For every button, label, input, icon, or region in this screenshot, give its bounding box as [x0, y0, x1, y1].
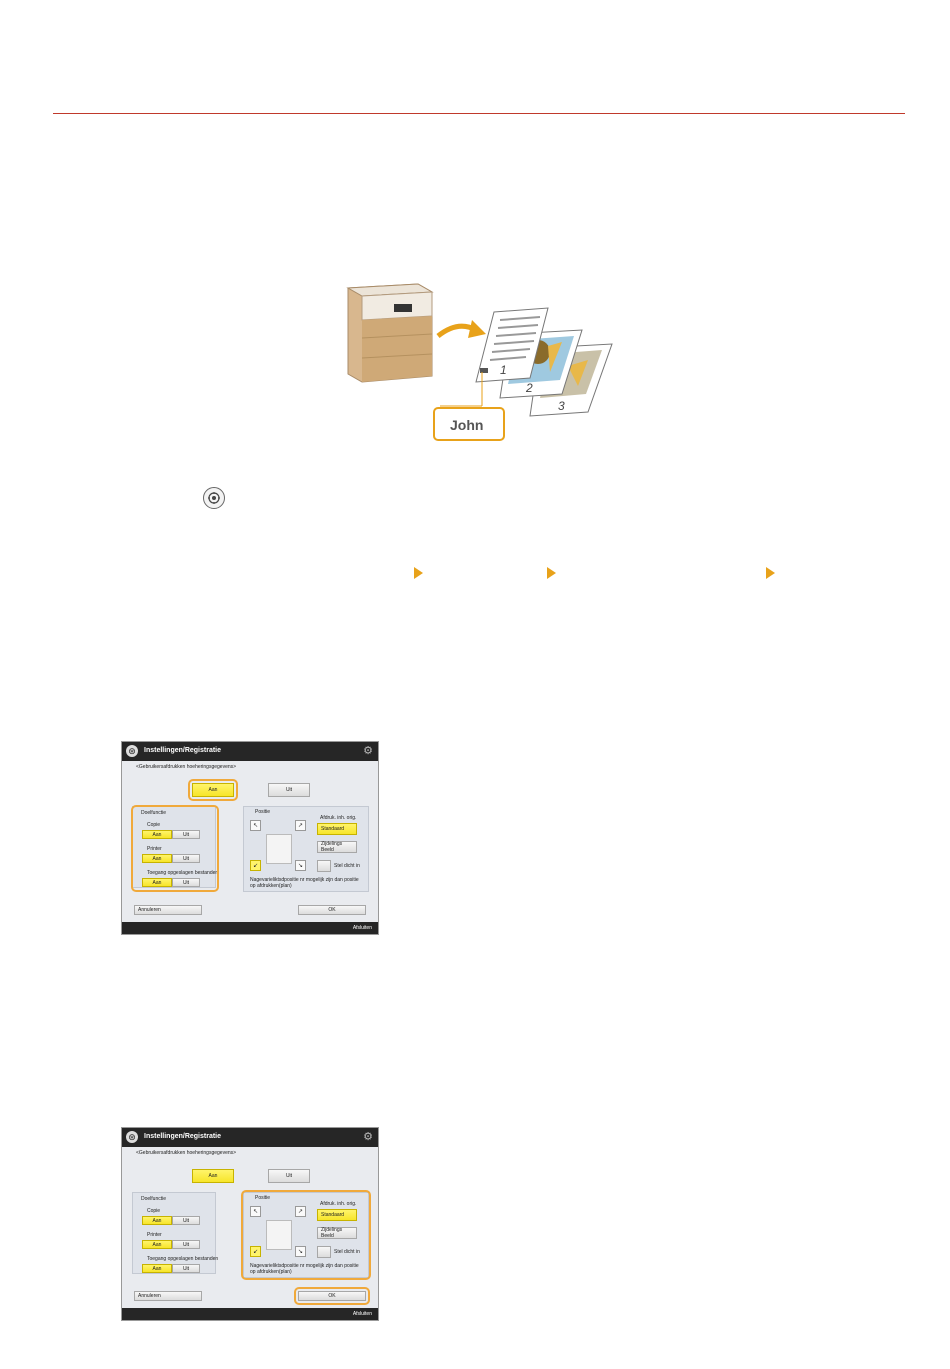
- copy-off-button[interactable]: Uit: [172, 1216, 200, 1225]
- ok-button[interactable]: OK: [298, 905, 366, 915]
- stored-on-button[interactable]: Aan: [142, 1264, 172, 1273]
- page-number-1: 1: [500, 363, 507, 377]
- functions-panel: [132, 806, 216, 888]
- callout-position: [241, 1190, 371, 1280]
- callout-on-button: [188, 779, 238, 801]
- screen-subtitle: <Gebruikersafdrukken hoeheringsgegevens>: [136, 764, 237, 770]
- menu-path-arrow: [414, 567, 423, 579]
- density-button[interactable]: [317, 1246, 331, 1258]
- stored-off-button[interactable]: Uit: [172, 1264, 200, 1273]
- top-left-corner-button[interactable]: ↖: [250, 1206, 261, 1217]
- standard-button[interactable]: Standaard: [317, 823, 357, 835]
- top-right-corner-button[interactable]: ↗: [295, 820, 306, 831]
- side-image-button[interactable]: Zijdelings Beeld: [317, 1227, 357, 1239]
- screen-header: ⊛ Instellingen/Registratie ⚙: [122, 1128, 378, 1147]
- copy-label: Copie: [147, 822, 161, 828]
- gear-icon[interactable]: ⚙: [363, 745, 373, 757]
- user-name-label: John: [450, 417, 483, 433]
- menu-path-arrow: [766, 567, 775, 579]
- user-name-callout: [433, 407, 505, 441]
- copy-label: Copie: [147, 1208, 161, 1214]
- density-label: Stel dicht in: [334, 863, 360, 869]
- density-label: Stel dicht in: [334, 1249, 360, 1255]
- menu-path-arrow: [547, 567, 556, 579]
- cancel-button[interactable]: Annuleren: [134, 905, 202, 915]
- position-note: Nagevarieliktsdpositie nr mogelijk zijn …: [250, 1263, 359, 1275]
- screen-title: Instellingen/Registratie: [144, 1133, 222, 1140]
- header-rule: [53, 113, 905, 114]
- top-left-corner-button[interactable]: ↖: [250, 820, 261, 831]
- screen-footer: Afsluiten: [122, 922, 378, 934]
- page-number-2: 2: [525, 381, 533, 395]
- settings-screen-1: ⊛ Instellingen/Registratie ⚙ <Gebruikers…: [121, 741, 379, 935]
- callout-functions: [131, 805, 219, 892]
- on-button[interactable]: Aan: [192, 783, 234, 797]
- copy-on-button[interactable]: Aan: [142, 1216, 172, 1225]
- page-position-icon: [266, 834, 292, 864]
- stored-files-label: Toegang opgeslagen bestanden: [147, 1256, 219, 1262]
- printer-icon: [346, 283, 434, 383]
- stored-off-button[interactable]: Uit: [172, 878, 200, 887]
- home-icon[interactable]: ⊛: [126, 1131, 138, 1143]
- settings-screen-2: ⊛ Instellingen/Registratie ⚙ <Gebruikers…: [121, 1127, 379, 1321]
- logout-label[interactable]: Afsluiten: [352, 1311, 372, 1317]
- page-1: 1: [475, 307, 549, 383]
- bottom-left-corner-button[interactable]: ↙: [250, 1246, 261, 1257]
- functions-label: Doelfunctie: [141, 810, 167, 816]
- printer-label: Printer: [147, 1232, 162, 1238]
- on-button[interactable]: Aan: [192, 1169, 234, 1183]
- position-note: Nagevarieliktsdpositie nr mogelijk zijn …: [250, 877, 359, 889]
- off-button[interactable]: Uit: [268, 783, 310, 797]
- screen-subtitle: <Gebruikersafdrukken hoeheringsgegevens>: [136, 1150, 237, 1156]
- page-number-3: 3: [558, 399, 565, 413]
- printer-on-button[interactable]: Aan: [142, 1240, 172, 1249]
- screen-footer: Afsluiten: [122, 1308, 378, 1320]
- gear-icon[interactable]: ⚙: [363, 1131, 373, 1143]
- density-button[interactable]: [317, 860, 331, 872]
- screen-header: ⊛ Instellingen/Registratie ⚙: [122, 742, 378, 761]
- printer-output-illustration: 3 2 1 John: [346, 283, 613, 441]
- screen-title: Instellingen/Registratie: [144, 747, 222, 754]
- side-image-button[interactable]: Zijdelings Beeld: [317, 841, 357, 853]
- functions-label: Doelfunctie: [141, 1196, 167, 1202]
- page-position-icon: [266, 1220, 292, 1250]
- top-right-corner-button[interactable]: ↗: [295, 1206, 306, 1217]
- stored-on-button[interactable]: Aan: [142, 878, 172, 887]
- position-label: Positie: [255, 809, 271, 815]
- print-original-label: Afdruk. inh. orig.: [320, 815, 357, 821]
- stored-files-label: Toegang opgeslagen bestanden: [147, 870, 219, 876]
- printer-label: Printer: [147, 846, 162, 852]
- home-icon[interactable]: ⊛: [126, 745, 138, 757]
- ok-button[interactable]: OK: [298, 1291, 366, 1301]
- settings-key-icon: [203, 487, 225, 509]
- printer-off-button[interactable]: Uit: [172, 854, 200, 863]
- cancel-button[interactable]: Annuleren: [134, 1291, 202, 1301]
- bottom-left-corner-button[interactable]: ↙: [250, 860, 261, 871]
- functions-panel: [132, 1192, 216, 1274]
- callout-ok-button: [294, 1287, 370, 1305]
- bottom-right-corner-button[interactable]: ↘: [295, 860, 306, 871]
- bottom-right-corner-button[interactable]: ↘: [295, 1246, 306, 1257]
- copy-off-button[interactable]: Uit: [172, 830, 200, 839]
- printer-off-button[interactable]: Uit: [172, 1240, 200, 1249]
- standard-button[interactable]: Standaard: [317, 1209, 357, 1221]
- position-label: Positie: [255, 1195, 271, 1201]
- logout-label[interactable]: Afsluiten: [352, 925, 372, 931]
- printer-on-button[interactable]: Aan: [142, 854, 172, 863]
- off-button[interactable]: Uit: [268, 1169, 310, 1183]
- copy-on-button[interactable]: Aan: [142, 830, 172, 839]
- print-original-label: Afdruk. inh. orig.: [320, 1201, 357, 1207]
